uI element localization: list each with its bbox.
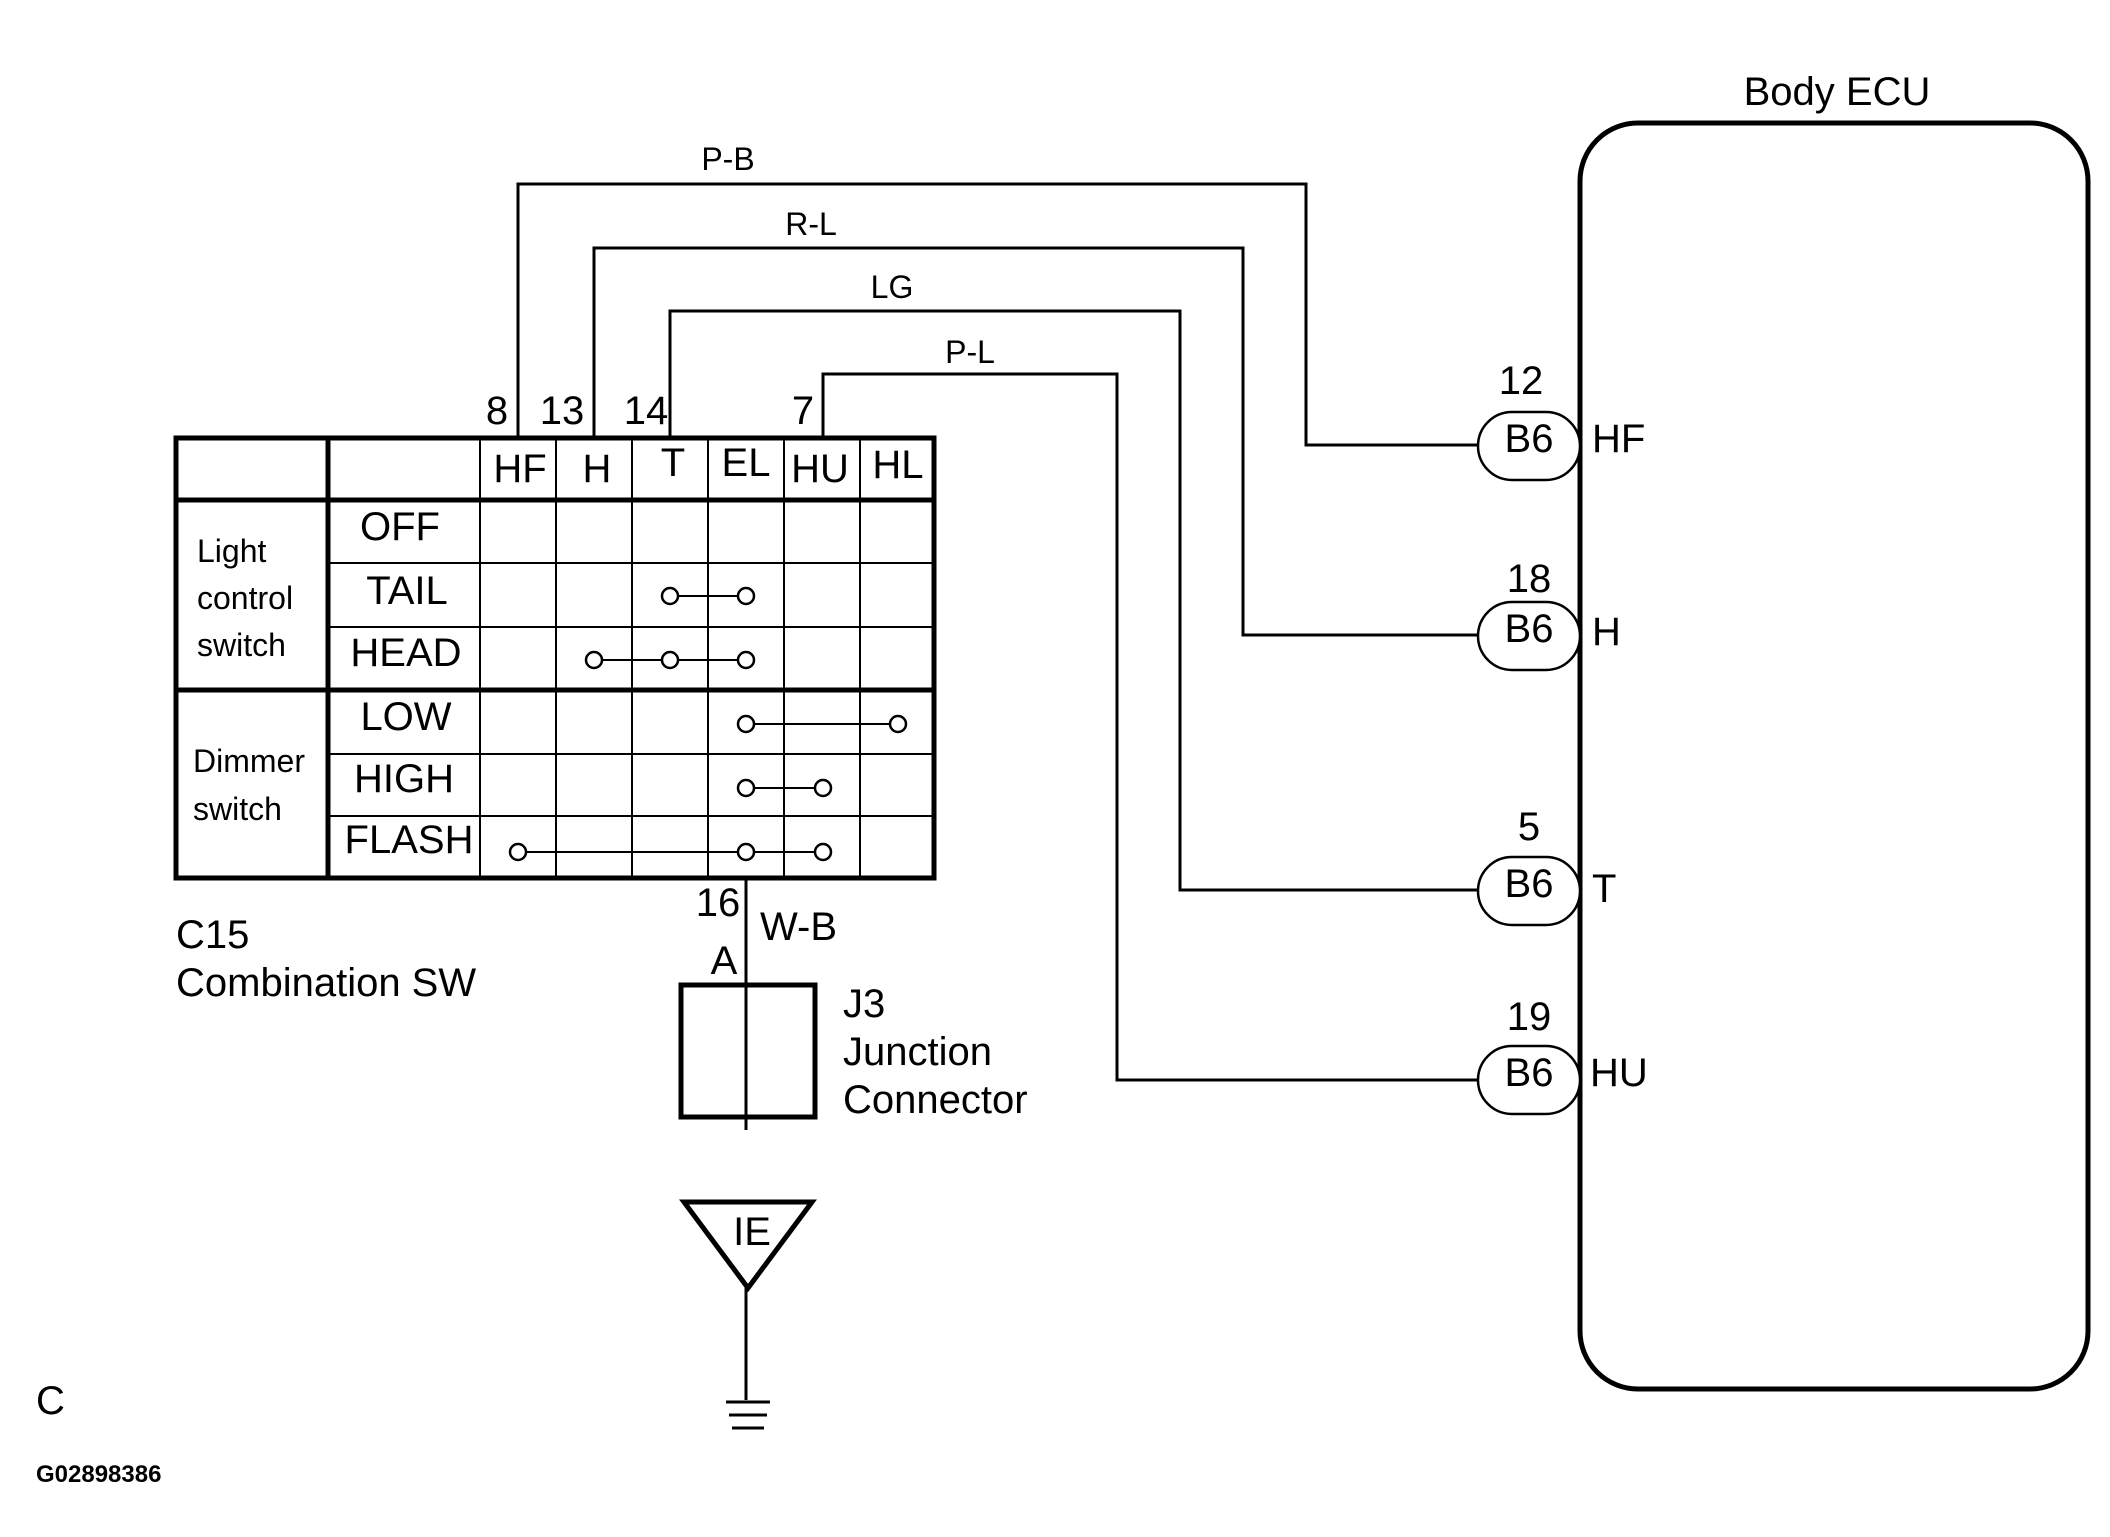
continuity-node <box>584 650 604 670</box>
wire-label-lg: LG <box>871 269 914 305</box>
pin-number: 13 <box>540 389 585 433</box>
pin-number: 19 <box>1507 995 1552 1039</box>
group-label-light-control: Light control switch <box>197 533 293 663</box>
junction-terminal: A <box>711 939 738 983</box>
wire-r-l <box>592 246 1478 637</box>
wire-label-r-l: R-L <box>785 206 837 242</box>
column-header: EL <box>722 441 771 485</box>
continuity-node <box>660 650 680 670</box>
wire-p-b <box>516 182 1478 447</box>
junction-connector-box <box>678 982 818 1120</box>
corner-label: C <box>36 1379 65 1423</box>
connector-pin-shape <box>1476 855 1582 927</box>
continuity-node <box>736 714 756 734</box>
junction-label-line: J3 <box>843 982 885 1026</box>
connector-code: B6 <box>1505 862 1554 906</box>
figure-code: G02898386 <box>36 1461 161 1488</box>
pin-number: 18 <box>1507 557 1552 601</box>
ground-pin-number: 16 <box>696 881 741 925</box>
ground-path: 16 W-B A J3 Junction Connector IE <box>678 878 1028 1430</box>
group-label-line: Light <box>197 533 267 569</box>
wire-label-p-b: P-B <box>701 141 754 177</box>
continuity-low <box>736 714 908 734</box>
junction-label-line: Junction <box>843 1030 992 1074</box>
column-header: T <box>661 441 685 485</box>
connector-code: B6 <box>1505 607 1554 651</box>
pin-number: 12 <box>1499 359 1544 403</box>
ecu-pin-hu: B6 19 HU <box>1476 995 1648 1116</box>
pin-number: 5 <box>1518 805 1540 849</box>
ecu-pins: B6 12 HF B6 18 H B6 5 T B6 19 HU <box>1476 359 1648 1116</box>
connector-pin-shape <box>1476 1044 1582 1116</box>
column-header: H <box>583 447 612 491</box>
connector-pin-shape <box>1476 410 1582 482</box>
junction-label-line: Connector <box>843 1078 1028 1122</box>
continuity-flash <box>508 842 833 862</box>
switch-table: HF H T EL HU HL 8 13 14 7 Light control … <box>173 389 937 881</box>
column-header: HU <box>791 447 849 491</box>
row-label: HIGH <box>354 757 454 801</box>
junction-connector: J3 Junction Connector <box>678 982 1028 1122</box>
row-label: FLASH <box>345 818 474 862</box>
continuity-node <box>813 778 833 798</box>
group-label-line: Dimmer <box>193 743 305 779</box>
wire-label-p-l: P-L <box>945 334 995 370</box>
signal-wires: P-B R-L LG P-L <box>516 141 1478 1082</box>
row-label: TAIL <box>366 569 448 613</box>
body-ecu-title: Body ECU <box>1744 70 1931 114</box>
ground-point: IE <box>679 1199 817 1293</box>
continuity-node <box>888 714 908 734</box>
continuity-head <box>584 650 756 670</box>
continuity-node <box>736 778 756 798</box>
component-name: Combination SW <box>176 961 476 1005</box>
continuity-node <box>736 842 756 862</box>
wire-lg <box>668 309 1478 892</box>
continuity-node <box>736 586 756 606</box>
continuity-tail <box>660 586 756 606</box>
row-label: OFF <box>360 505 440 549</box>
column-header: HL <box>872 443 923 487</box>
group-label-line: switch <box>193 791 282 827</box>
ground-wire-color: W-B <box>760 905 837 949</box>
ground-symbol-icon <box>726 1400 770 1430</box>
group-label-dimmer: Dimmer switch <box>193 743 305 827</box>
body-ecu: Body ECU <box>1577 70 2091 1392</box>
wire-p-l <box>821 372 1478 1082</box>
ecu-terminal-label: HU <box>1590 1051 1648 1095</box>
row-label: LOW <box>360 695 451 739</box>
row-labels: OFF TAIL HEAD LOW HIGH FLASH <box>345 505 474 862</box>
group-label-line: control <box>197 580 293 616</box>
ecu-terminal-label: HF <box>1592 417 1645 461</box>
continuity-node <box>660 586 680 606</box>
body-ecu-box <box>1577 120 2091 1392</box>
ecu-terminal-label: H <box>1592 610 1621 654</box>
connector-code: B6 <box>1505 417 1554 461</box>
ecu-pin-t: B6 5 T <box>1476 805 1616 927</box>
column-header: HF <box>493 447 546 491</box>
ground-point-triangle <box>679 1199 817 1293</box>
component-code: C15 <box>176 913 249 957</box>
column-headers: HF H T EL HU HL <box>493 441 923 491</box>
pin-number: 7 <box>792 389 814 433</box>
pin-number: 8 <box>486 389 508 433</box>
combination-switch-label: C15 Combination SW <box>176 913 476 1005</box>
ecu-pin-hf: B6 12 HF <box>1476 359 1645 482</box>
switch-pin-numbers: 8 13 14 7 <box>486 389 814 433</box>
continuity-node <box>736 650 756 670</box>
connector-code: B6 <box>1505 1051 1554 1095</box>
pin-number: 14 <box>624 389 669 433</box>
ground-point-label: IE <box>733 1210 771 1254</box>
ecu-terminal-label: T <box>1592 867 1616 911</box>
table-grid <box>173 435 937 881</box>
continuity-node <box>508 842 528 862</box>
ecu-pin-h: B6 18 H <box>1476 557 1621 672</box>
continuity-high <box>736 778 833 798</box>
group-label-line: switch <box>197 627 286 663</box>
continuity-node <box>813 842 833 862</box>
row-label: HEAD <box>350 631 461 675</box>
connector-pin-shape <box>1476 600 1582 672</box>
